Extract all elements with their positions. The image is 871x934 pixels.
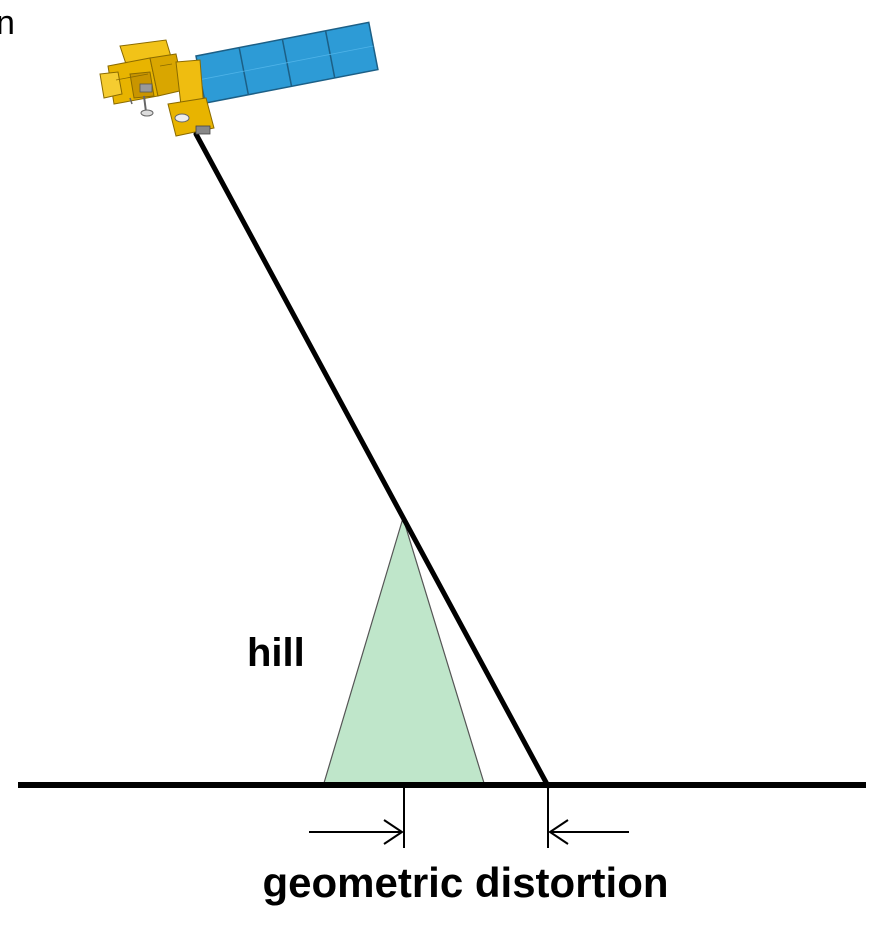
- caption: geometric distortion: [0, 862, 871, 904]
- corner-text-fragment: n: [0, 6, 15, 40]
- arrow-right-icon: [309, 820, 402, 844]
- hill-shape: [324, 518, 484, 783]
- arrow-left-icon: [550, 820, 629, 844]
- satellite-icon: [100, 22, 378, 136]
- hill-label: hill: [247, 633, 305, 673]
